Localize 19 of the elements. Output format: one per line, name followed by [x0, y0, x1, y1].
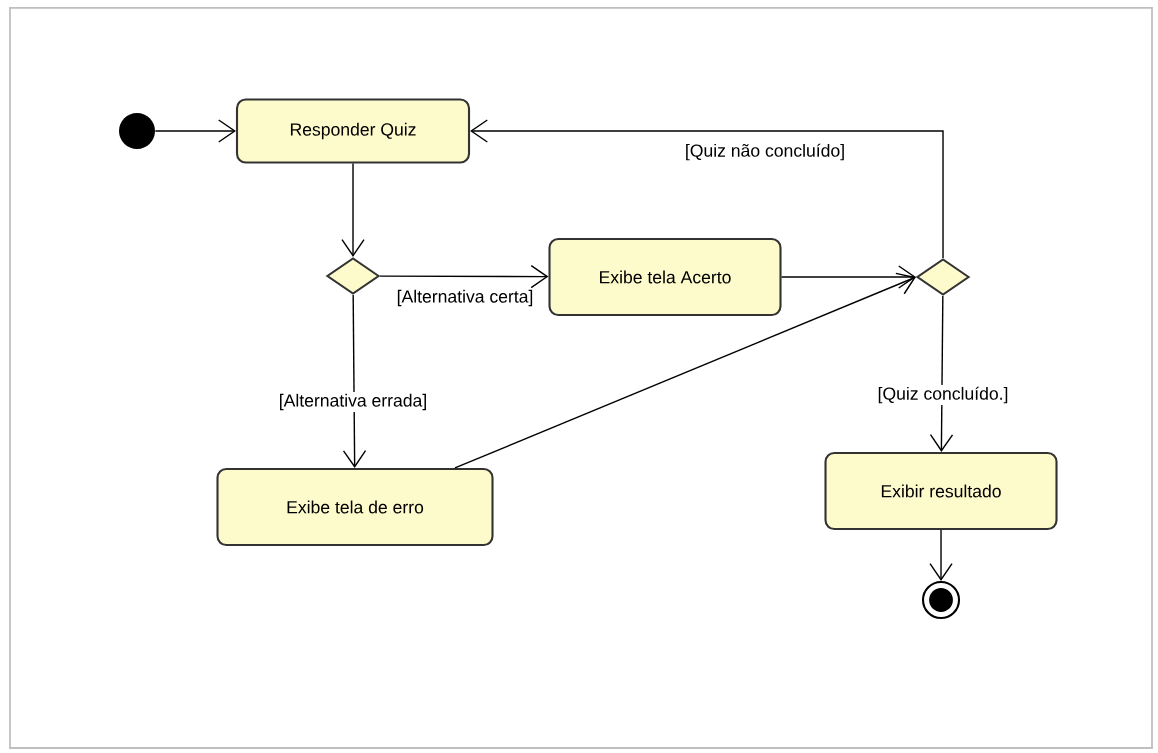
arrow — [342, 294, 367, 468]
action-box: Exibe tela Acerto — [548, 237, 782, 317]
edge-label: [Alternativa certa] — [394, 288, 536, 308]
action-box: Responder Quiz — [235, 98, 471, 164]
edge-label: [Quiz concluído.] — [875, 384, 1011, 406]
arrow — [780, 265, 916, 289]
arrow — [341, 162, 365, 257]
arrow — [929, 529, 953, 581]
final-node — [921, 580, 961, 620]
arrow — [454, 272, 916, 469]
edge-label: [Quiz não concluído] — [683, 141, 847, 163]
arrow — [929, 295, 954, 452]
arrow — [154, 119, 236, 143]
arrow — [379, 264, 549, 289]
action-box: Exibe tela de erro — [216, 467, 494, 547]
arrow — [470, 119, 944, 259]
action-box: Exibir resultado — [824, 451, 1058, 531]
initial-node — [119, 113, 155, 149]
edge-label: [Alternativa errada] — [277, 392, 429, 412]
